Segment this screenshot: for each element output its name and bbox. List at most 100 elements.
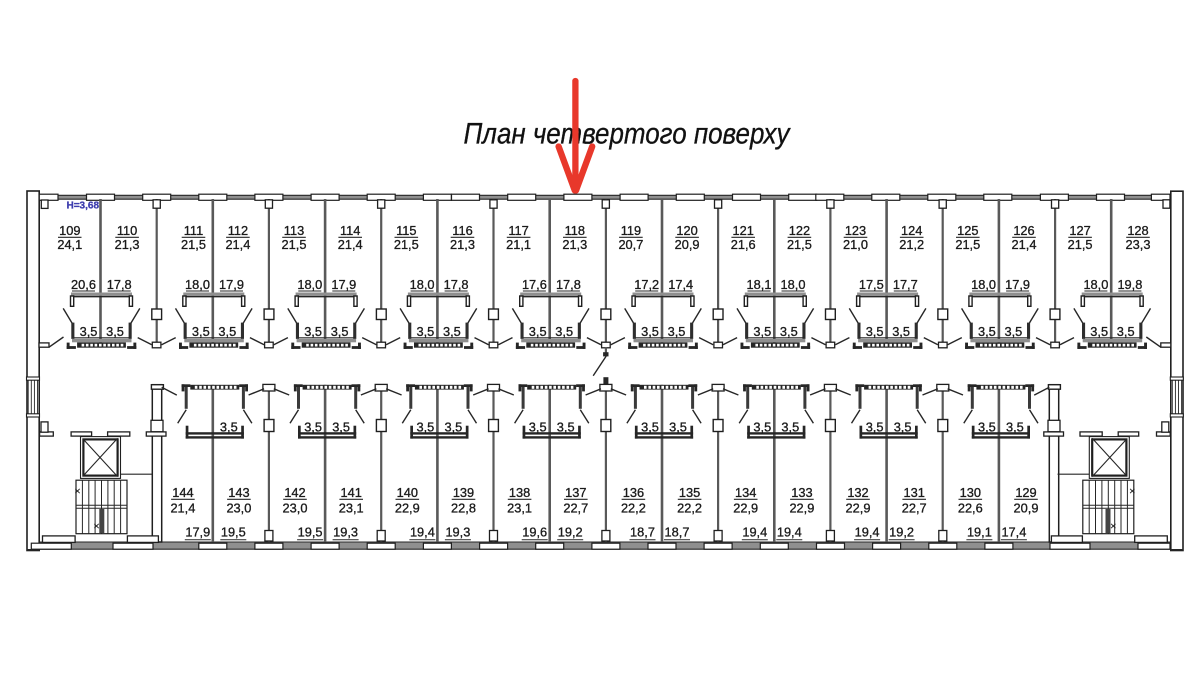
svg-text:19,4: 19,4 [410,524,435,539]
svg-text:22,9: 22,9 [846,500,871,515]
svg-text:17,7: 17,7 [893,277,918,292]
svg-text:19,3: 19,3 [445,524,470,539]
svg-text:3,5: 3,5 [192,324,210,339]
svg-text:133: 133 [791,485,812,500]
svg-text:21,2: 21,2 [899,237,924,252]
svg-text:3,5: 3,5 [218,324,236,339]
svg-text:3,5: 3,5 [80,324,98,339]
svg-text:114: 114 [340,223,360,238]
svg-text:140: 140 [397,485,418,500]
svg-text:124: 124 [901,223,922,238]
svg-text:22,9: 22,9 [733,500,758,515]
svg-text:3,5: 3,5 [417,324,435,339]
svg-text:3,5: 3,5 [557,420,575,435]
svg-text:144: 144 [172,485,193,500]
svg-text:23,3: 23,3 [1126,237,1151,252]
svg-text:18,0: 18,0 [1083,277,1108,292]
svg-text:3,5: 3,5 [445,420,463,435]
svg-text:17,9: 17,9 [185,524,210,539]
svg-text:22,7: 22,7 [902,500,927,515]
svg-text:18,0: 18,0 [185,277,210,292]
svg-text:21,3: 21,3 [115,237,140,252]
svg-text:3,5: 3,5 [894,420,912,435]
svg-text:17,9: 17,9 [219,277,244,292]
svg-text:3,5: 3,5 [1090,324,1108,339]
svg-text:17,9: 17,9 [1005,277,1030,292]
svg-text:19,4: 19,4 [777,524,802,539]
svg-text:22,8: 22,8 [451,500,476,515]
svg-text:3,5: 3,5 [220,420,238,435]
svg-text:3,5: 3,5 [866,324,884,339]
svg-text:128: 128 [1127,223,1148,238]
svg-text:3,5: 3,5 [641,420,659,435]
svg-text:21,4: 21,4 [170,500,195,515]
svg-text:126: 126 [1013,223,1034,238]
svg-text:План четвертого поверху: План четвертого поверху [464,118,792,151]
svg-text:3,5: 3,5 [1117,324,1135,339]
svg-text:19,3: 19,3 [333,524,358,539]
svg-text:3,5: 3,5 [417,420,435,435]
svg-text:3,5: 3,5 [781,420,799,435]
svg-text:20,9: 20,9 [675,237,700,252]
svg-text:3,5: 3,5 [332,420,350,435]
svg-text:17,8: 17,8 [107,277,132,292]
svg-text:3,5: 3,5 [304,420,322,435]
svg-text:130: 130 [960,485,981,500]
svg-text:23,1: 23,1 [507,500,532,515]
svg-text:121: 121 [733,223,754,238]
svg-text:22,2: 22,2 [621,500,646,515]
svg-text:3,5: 3,5 [753,420,771,435]
svg-text:139: 139 [453,485,474,500]
svg-text:136: 136 [623,485,644,500]
svg-text:3,5: 3,5 [753,324,771,339]
svg-text:3,5: 3,5 [304,324,322,339]
svg-text:142: 142 [284,485,305,500]
svg-text:20,9: 20,9 [1014,500,1039,515]
svg-text:21,5: 21,5 [1068,237,1093,252]
svg-text:17,5: 17,5 [859,277,884,292]
svg-text:19,5: 19,5 [221,524,246,539]
svg-text:21,5: 21,5 [394,237,419,252]
svg-text:19,4: 19,4 [742,524,767,539]
svg-text:112: 112 [228,223,248,238]
svg-text:19,2: 19,2 [889,524,914,539]
svg-text:21,3: 21,3 [450,237,475,252]
svg-text:21,0: 21,0 [843,237,868,252]
svg-text:18,0: 18,0 [410,277,435,292]
svg-text:3,5: 3,5 [978,324,996,339]
svg-text:21,5: 21,5 [787,237,812,252]
svg-text:20,6: 20,6 [71,277,96,292]
svg-text:22,2: 22,2 [677,500,702,515]
svg-text:19,5: 19,5 [298,524,323,539]
svg-text:22,9: 22,9 [395,500,420,515]
svg-text:109: 109 [59,223,80,238]
svg-text:125: 125 [957,223,978,238]
svg-text:22,7: 22,7 [563,500,588,515]
svg-text:21,4: 21,4 [225,237,250,252]
svg-text:3,5: 3,5 [443,324,461,339]
svg-text:17,4: 17,4 [1001,524,1026,539]
svg-text:111: 111 [184,223,203,238]
svg-text:143: 143 [228,485,249,500]
svg-text:21,5: 21,5 [181,237,206,252]
svg-text:21,4: 21,4 [338,237,363,252]
svg-text:127: 127 [1069,223,1090,238]
svg-text:23,0: 23,0 [226,500,251,515]
svg-text:118: 118 [565,223,585,238]
svg-text:120: 120 [676,223,697,238]
svg-text:17,8: 17,8 [556,277,581,292]
svg-text:23,1: 23,1 [339,500,364,515]
svg-text:135: 135 [679,485,700,500]
svg-text:123: 123 [845,223,866,238]
svg-text:3,5: 3,5 [780,324,798,339]
svg-text:19,8: 19,8 [1117,277,1142,292]
svg-text:21,1: 21,1 [506,237,531,252]
svg-text:137: 137 [565,485,586,500]
svg-text:17,8: 17,8 [444,277,469,292]
svg-text:3,5: 3,5 [331,324,349,339]
svg-text:122: 122 [789,223,810,238]
svg-text:21,3: 21,3 [562,237,587,252]
svg-text:3,5: 3,5 [529,324,547,339]
svg-text:17,2: 17,2 [634,277,659,292]
svg-text:3,5: 3,5 [978,420,996,435]
